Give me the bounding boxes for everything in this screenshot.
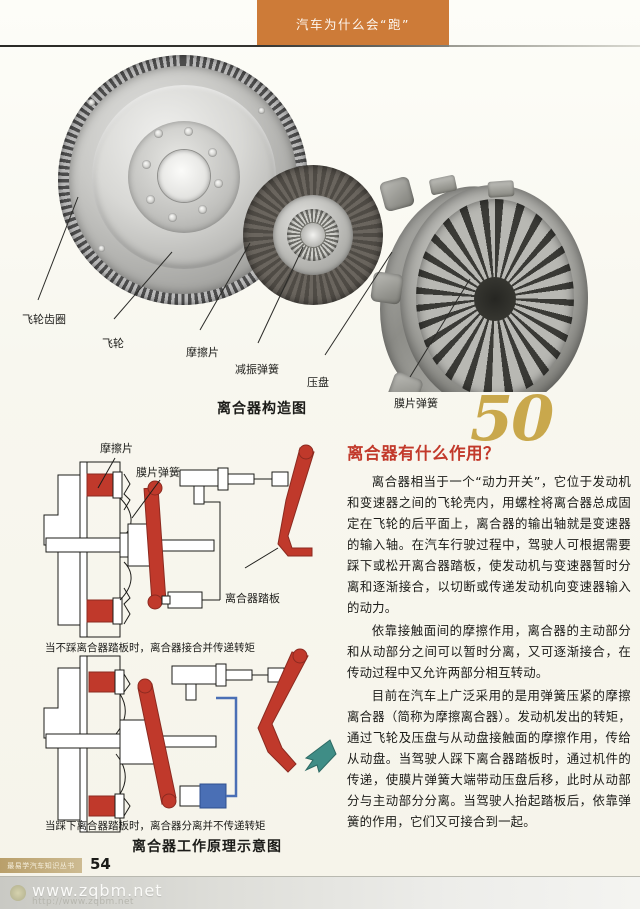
flywheel-hub-bore: [158, 150, 210, 202]
top-figure-caption: 离合器构造图: [217, 401, 307, 417]
label-friction-plate: 摩擦片: [186, 346, 219, 359]
flywheel-image: [58, 55, 308, 305]
series-tab-label: 最易学汽车知识丛书: [7, 861, 75, 870]
top-figure-callouts: 飞轮齿圈 飞轮 摩擦片 减振弹簧 压盘 膜片弹簧: [0, 47, 640, 410]
top-figure-leader-lines: [37, 196, 471, 378]
watermark-site: www.zqbm.net: [32, 881, 163, 900]
schematic-disengaged: [43, 648, 337, 833]
label-flywheel: 飞轮: [102, 337, 124, 350]
schematic-title: 离合器工作原理示意图: [132, 839, 282, 855]
label-flywheel-ring-gear: 飞轮齿圈: [22, 313, 66, 326]
clutch-assembly-photo: [0, 47, 640, 392]
label-schematic-diaphragm-spring: 膜片弹簧: [136, 466, 180, 479]
schematic-engaged: [43, 444, 315, 638]
article-paragraph-2: 依靠接触面间的摩擦作用，离合器的主动部分和从动部分之间可以暂时分离，又可逐渐接合…: [347, 623, 631, 680]
schematic-caption-disengaged: 当踩下离合器踏板时，离合器分离并不传递转矩: [45, 820, 266, 832]
pressure-plate-image: [370, 174, 596, 392]
flywheel-balance-hole: [88, 99, 95, 106]
schematic-drawing: [43, 444, 337, 833]
clutch-operation-schematic: 摩擦片 膜片弹簧 离合器踏板: [20, 440, 350, 840]
header-banner: 汽车为什么会“跑”: [257, 0, 449, 46]
header-banner-title: 汽车为什么会“跑”: [296, 16, 410, 32]
label-damper-spring: 减振弹簧: [235, 363, 279, 376]
watermark-logo-icon: [10, 885, 26, 901]
friction-disc-image: [243, 165, 383, 305]
header-rule-left: [0, 45, 640, 47]
article-title: 离合器有什么作用？: [347, 444, 500, 463]
label-schematic-friction-plate: 摩擦片: [100, 442, 133, 455]
schematic-caption-engaged: 当不踩离合器踏板时，离合器接合并传递转矩: [45, 642, 255, 654]
article-column: 离合器有什么作用？ 离合器相当于一个“动力开关”，它位于发动机和变速器之间的飞轮…: [347, 440, 631, 834]
friction-disc-hub: [301, 223, 325, 247]
flywheel-balance-hole: [98, 245, 105, 252]
label-diaphragm-spring: 膜片弹簧: [394, 397, 438, 410]
series-tab: 最易学汽车知识丛书: [0, 858, 82, 873]
page-number: 54: [90, 855, 111, 873]
article-paragraph-1: 离合器相当于一个“动力开关”，它位于发动机和变速器之间的飞轮壳内，用螺栓将离合器…: [347, 474, 631, 615]
article-number: 50: [470, 382, 554, 455]
header-rule-right: [449, 45, 640, 47]
flywheel-balance-hole: [258, 107, 265, 114]
watermark-band: [0, 877, 640, 909]
flywheel-bolt: [198, 205, 207, 214]
flywheel-bolt: [208, 148, 217, 157]
flywheel-bolt: [146, 195, 155, 204]
diaphragm-spring-center: [474, 277, 516, 321]
watermark-url: http://www.zqbm.net: [32, 897, 134, 907]
footer-rule: [0, 876, 640, 877]
flywheel-bolt: [184, 127, 193, 136]
label-schematic-clutch-pedal: 离合器踏板: [225, 592, 280, 605]
article-paragraph-3: 目前在汽车上广泛采用的是用弹簧压紧的摩擦离合器（简称为摩擦离合器）。发动机发出的…: [347, 688, 631, 829]
flywheel-bolt: [214, 179, 223, 188]
flywheel-bolt: [142, 160, 151, 169]
flywheel-bolt: [154, 129, 163, 138]
flywheel-bolt: [168, 213, 177, 222]
schematic-leader-lines: [97, 457, 279, 569]
label-pressure-plate: 压盘: [307, 376, 329, 389]
press-direction-arrow: [304, 739, 337, 773]
